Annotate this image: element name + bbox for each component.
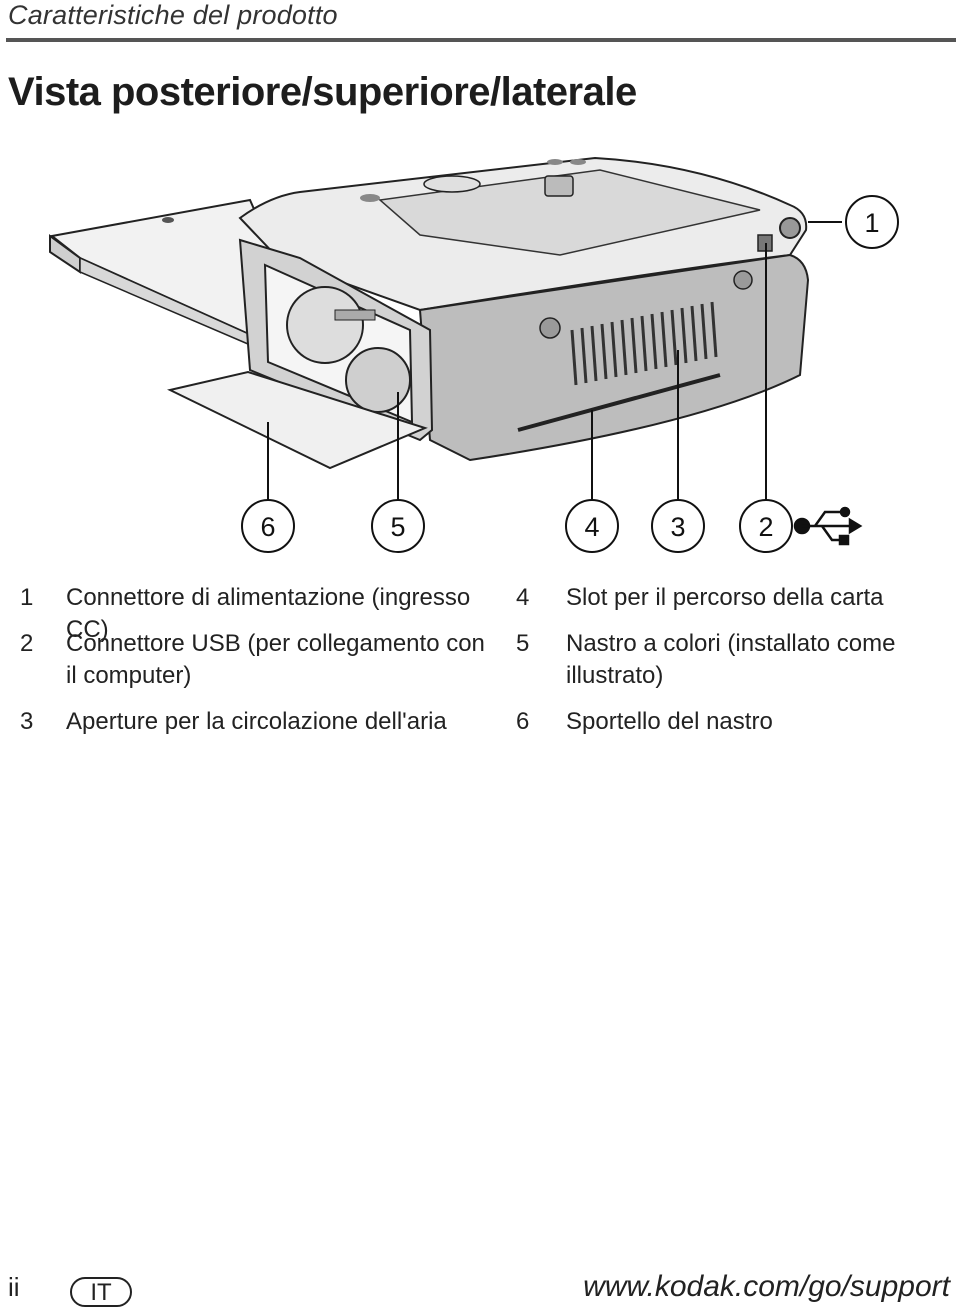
callout-2: 2 [739, 499, 793, 553]
leader-lines [267, 221, 842, 502]
legend-num: 2 [20, 630, 34, 657]
legend-num: 6 [516, 708, 530, 735]
support-url[interactable]: www.kodak.com/go/support [583, 1270, 950, 1303]
paper-slot [517, 373, 721, 432]
svg-text:2: 2 [758, 512, 773, 542]
printer-side [418, 217, 810, 462]
page-number: ii [8, 1272, 20, 1302]
air-vents [570, 301, 718, 386]
usb-icon [793, 506, 863, 546]
running-head: Caratteristiche del prodotto [8, 0, 338, 30]
legend-num: 4 [516, 584, 530, 611]
legend-item-4: 4 Slot per il percorso della carta [516, 582, 946, 614]
legend-num: 3 [20, 708, 34, 735]
callout-1: 1 [845, 195, 899, 249]
legend-item-5: 5 Nastro a colori (installato come illus… [516, 628, 896, 692]
legend-item-1: 1 Connettore di alimentazione (ingresso … [20, 582, 496, 646]
printer-illustration: 1 6 5 4 3 2 [49, 156, 899, 553]
legend-text: Connettore USB (per collegamento con il … [66, 630, 485, 689]
legend-item-3: 3 Aperture per la circolazione dell'aria [20, 706, 496, 738]
legend-text: Aperture per la circolazione dell'aria [66, 708, 447, 735]
legend-num: 1 [20, 584, 34, 611]
svg-text:5: 5 [390, 512, 405, 542]
printer-top [238, 156, 808, 312]
ribbon-spool-left [286, 286, 364, 364]
header-rule [6, 38, 956, 42]
printer-figure: 1 6 5 4 3 2 [0, 140, 960, 560]
legend-text: Sportello del nastro [566, 708, 773, 735]
legend-text: Nastro a colori (installato come illustr… [566, 630, 896, 689]
ribbon-spool-right [345, 347, 411, 413]
callout-3: 3 [651, 499, 705, 553]
legend-text: Connettore di alimentazione (ingresso CC… [66, 584, 471, 643]
paper-tray [49, 198, 287, 352]
legend-item-2: 2 Connettore USB (per collegamento con i… [20, 628, 486, 692]
callout-6: 6 [241, 499, 295, 553]
svg-text:6: 6 [260, 512, 275, 542]
language-badge: IT [70, 1277, 132, 1307]
legend-item-6: 6 Sportello del nastro [516, 706, 946, 738]
legend-num: 5 [516, 630, 530, 657]
page-title: Vista posteriore/superiore/laterale [8, 70, 637, 114]
svg-text:4: 4 [584, 512, 599, 542]
legend-text: Slot per il percorso della carta [566, 584, 884, 611]
callout-5: 5 [371, 499, 425, 553]
svg-text:1: 1 [864, 208, 879, 238]
svg-text:3: 3 [670, 512, 685, 542]
ribbon-compartment [238, 238, 434, 442]
ribbon-door [167, 370, 428, 470]
callout-4: 4 [565, 499, 619, 553]
power-connector [779, 217, 801, 239]
